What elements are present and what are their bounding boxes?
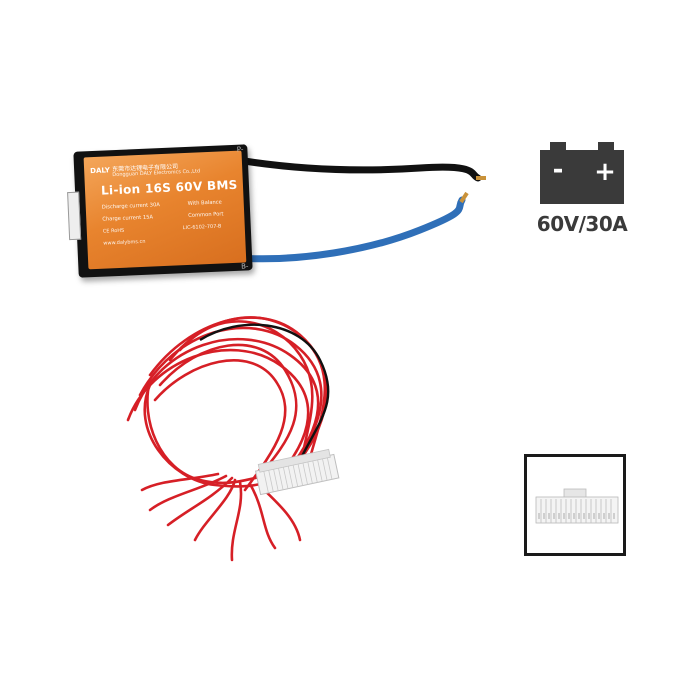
blue-wire <box>234 196 466 263</box>
battery-icon: - + <box>540 142 624 204</box>
connector-inset-frame <box>524 454 626 556</box>
inset-connector-image <box>535 488 619 524</box>
battery-plus-sign: + <box>594 157 616 187</box>
blue-wire-tip <box>459 191 469 204</box>
black-balance-wire <box>199 323 330 461</box>
black-wire <box>234 156 482 182</box>
balance-connector <box>254 448 340 496</box>
battery-minus-sign: - <box>553 155 564 185</box>
battery-spec-text: 60V/30A <box>536 212 628 236</box>
